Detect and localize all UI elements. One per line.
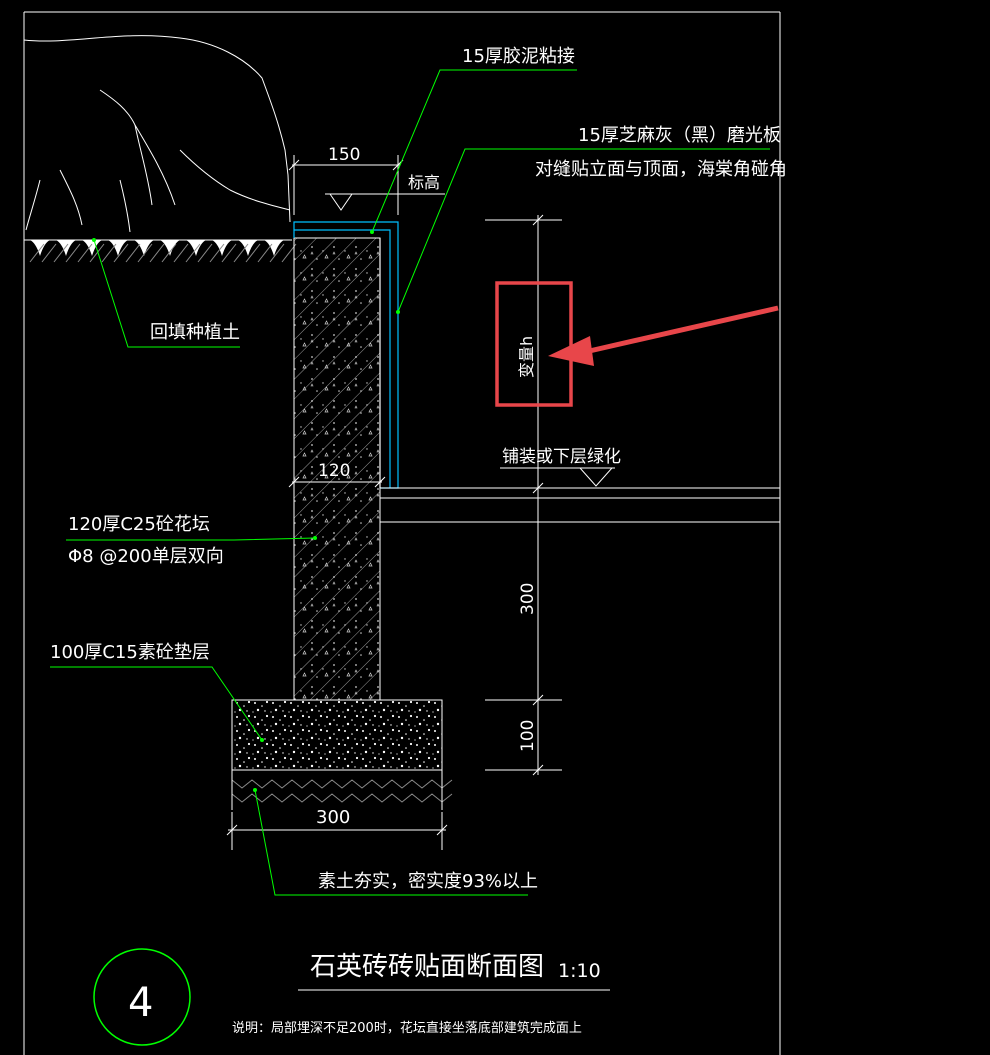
- drawing-scale: 1:10: [558, 960, 601, 982]
- ground-hatch-line: [221, 243, 237, 263]
- drawing-title: 石英砖砖贴面断面图: [310, 952, 544, 982]
- ground-hatch-line: [89, 243, 105, 263]
- ground-hatch-line: [257, 243, 273, 263]
- drawing-frame: [23, 11, 781, 1055]
- grass-symbol: [212, 240, 232, 256]
- soil-label: 素土夯实，密实度93%以上: [318, 871, 538, 892]
- grass-symbol: [264, 240, 284, 256]
- grass-symbol: [30, 240, 50, 256]
- wall-label-1: 120厚C25砼花坛: [68, 514, 210, 535]
- leader-lines: [50, 69, 770, 896]
- variable-h-label: 变量h: [517, 336, 536, 378]
- dim-vertical: [485, 214, 562, 776]
- dim-footing-label: 300: [316, 807, 350, 828]
- ground-hatch-line: [269, 243, 285, 263]
- grass-symbol: [134, 240, 154, 256]
- ground-hatch-line: [101, 243, 117, 263]
- ground-hatch-line: [125, 243, 141, 263]
- dim-bedding-label: 100: [518, 720, 538, 752]
- detail-number: 4: [128, 980, 153, 1026]
- ground-hatch-line: [113, 243, 129, 263]
- ground-hatch-line: [233, 243, 249, 263]
- leader-dots: [92, 230, 400, 792]
- ground-hatch-line: [197, 243, 213, 263]
- grass-symbol: [82, 240, 102, 256]
- ground-hatch-line: [65, 243, 81, 263]
- grass-symbol: [186, 240, 206, 256]
- glue-label: 15厚胶泥粘接: [462, 46, 575, 67]
- bedding-label: 100厚C15素砼垫层: [50, 642, 210, 663]
- ground-hatch-line: [209, 243, 225, 263]
- grass-symbol: [238, 240, 258, 256]
- ground-hatch-line: [245, 243, 261, 263]
- backfill-label: 回填种植土: [150, 322, 240, 343]
- paving-mark: [500, 467, 615, 487]
- compacted-soil: [231, 769, 453, 810]
- elevation-label: 标高: [408, 173, 440, 192]
- paving-lines: [380, 487, 780, 523]
- grass-symbol: [160, 240, 180, 256]
- detail-number-circle: [93, 948, 191, 1046]
- stone-label-1: 15厚芝麻灰（黑）磨光板: [578, 125, 781, 146]
- ground-hatch-line: [53, 243, 69, 263]
- dim-top-width-label: 150: [328, 145, 360, 165]
- dim-wall-width-label: 120: [318, 461, 350, 481]
- ground-hatch-line: [149, 243, 165, 263]
- ground-hatch-line: [185, 243, 201, 263]
- ground-hatch-line: [77, 243, 93, 263]
- stone-label-2: 对缝贴立面与顶面，海棠角碰角: [535, 159, 787, 180]
- dim-wall-width: [288, 476, 386, 488]
- drawing-note: 说明：局部埋深不足200时，花坛直接坐落底部建筑完成面上: [232, 1020, 582, 1036]
- bedding-layer: [231, 699, 443, 771]
- concrete-wall-texture: [294, 238, 380, 700]
- ground-hatch-line: [41, 243, 57, 263]
- grass-symbol: [56, 240, 76, 256]
- ground-hatch-line: [137, 243, 153, 263]
- dim-footing: [226, 812, 448, 850]
- ground-hatch-line: [173, 243, 189, 263]
- elevation-mark: [325, 193, 445, 211]
- ground-hatch-line: [29, 243, 45, 263]
- paving-label: 铺装或下层绿化: [502, 447, 621, 467]
- highlight-arrow: [548, 305, 779, 366]
- wall-label-2: Φ8 @200单层双向: [68, 546, 224, 567]
- ground-symbol: [24, 239, 297, 263]
- highlight-box: [495, 281, 573, 407]
- grass-symbol: [108, 240, 128, 256]
- plant-outline: [23, 35, 291, 233]
- dim-depth-label: 300: [518, 583, 538, 615]
- ground-hatch-line: [161, 243, 177, 263]
